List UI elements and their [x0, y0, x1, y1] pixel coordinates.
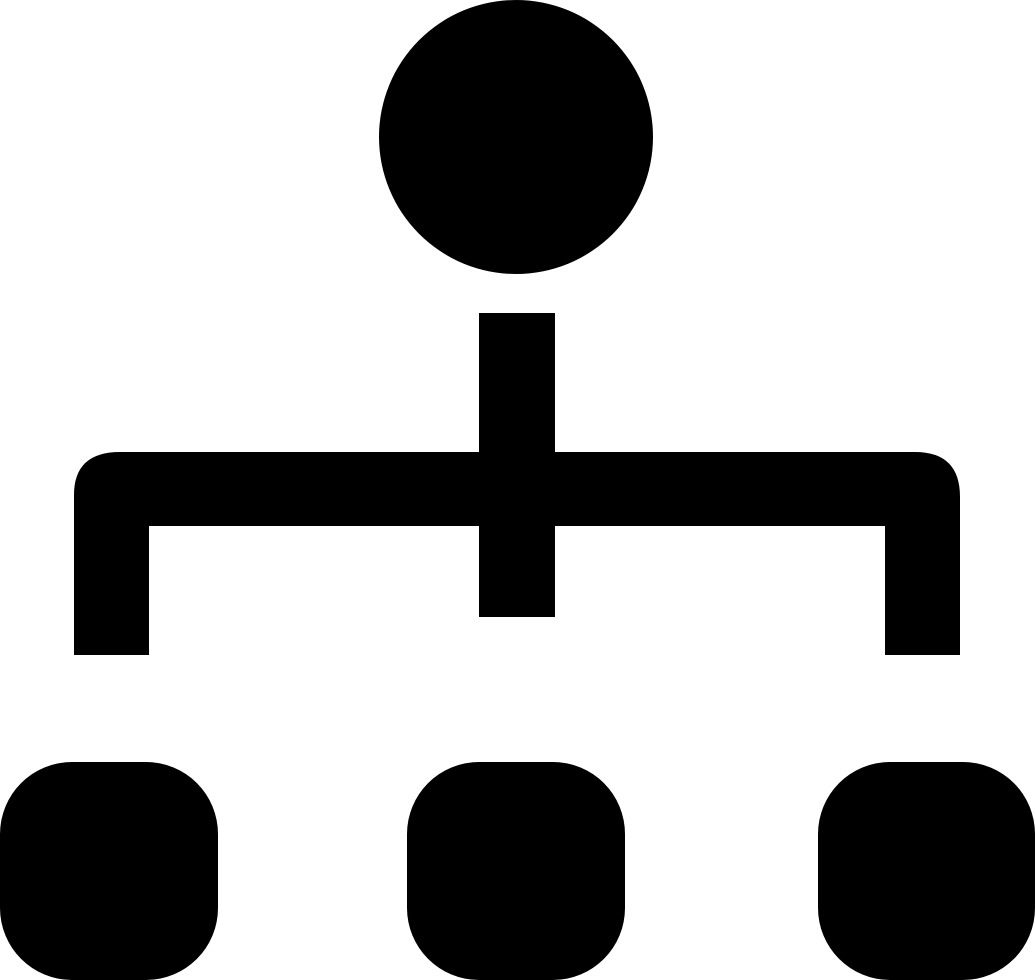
top-node-circle: [379, 0, 653, 274]
child-node-left: [0, 762, 218, 980]
branch-bar-connector: [74, 452, 960, 655]
child-node-right: [818, 762, 1035, 980]
child-node-middle: [407, 762, 625, 980]
